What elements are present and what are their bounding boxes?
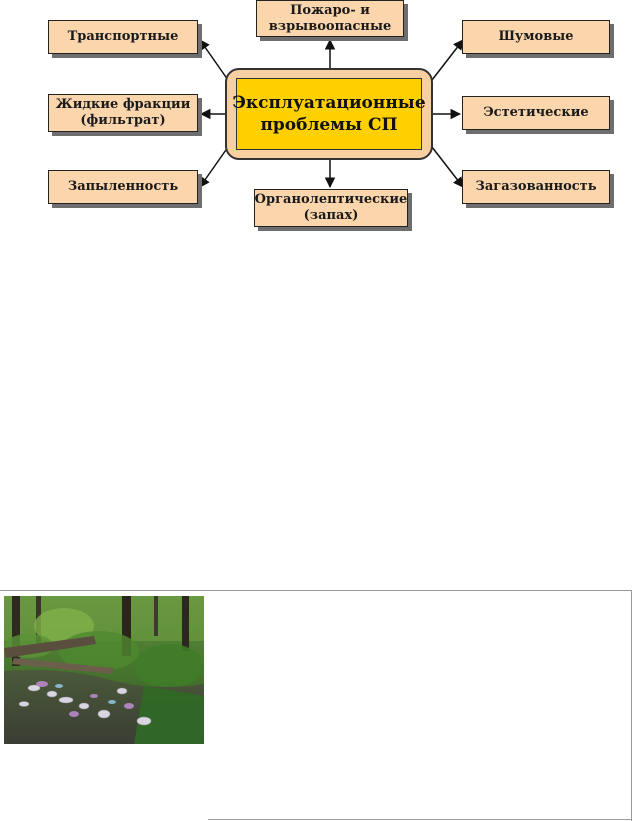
node-noise: Шумовые [462, 20, 610, 54]
arrow-gas [431, 146, 464, 188]
photo-frame [0, 590, 632, 821]
arrow-transport [199, 39, 229, 81]
node-gas: Загазованность [462, 170, 610, 204]
node-liquid: Жидкие фракции (фильтрат) [48, 94, 198, 132]
problems-diagram: Эксплуатационные проблемы СП Транспортны… [0, 0, 633, 240]
divider-line [208, 819, 632, 820]
node-dust: Запыленность [48, 170, 198, 204]
connector-arrows [199, 38, 464, 189]
forest-litter-photo [4, 596, 204, 744]
node-organoleptic: Органолептические (запах) [254, 189, 408, 227]
node-transport: Транспортные [48, 20, 198, 54]
arrow-noise [431, 39, 464, 81]
arrow-dust [199, 146, 229, 188]
node-fire: Пожаро- и взрывоопасные [256, 0, 404, 37]
center-node: Эксплуатационные проблемы СП [232, 78, 426, 150]
node-aesthetic: Эстетические [462, 96, 610, 130]
